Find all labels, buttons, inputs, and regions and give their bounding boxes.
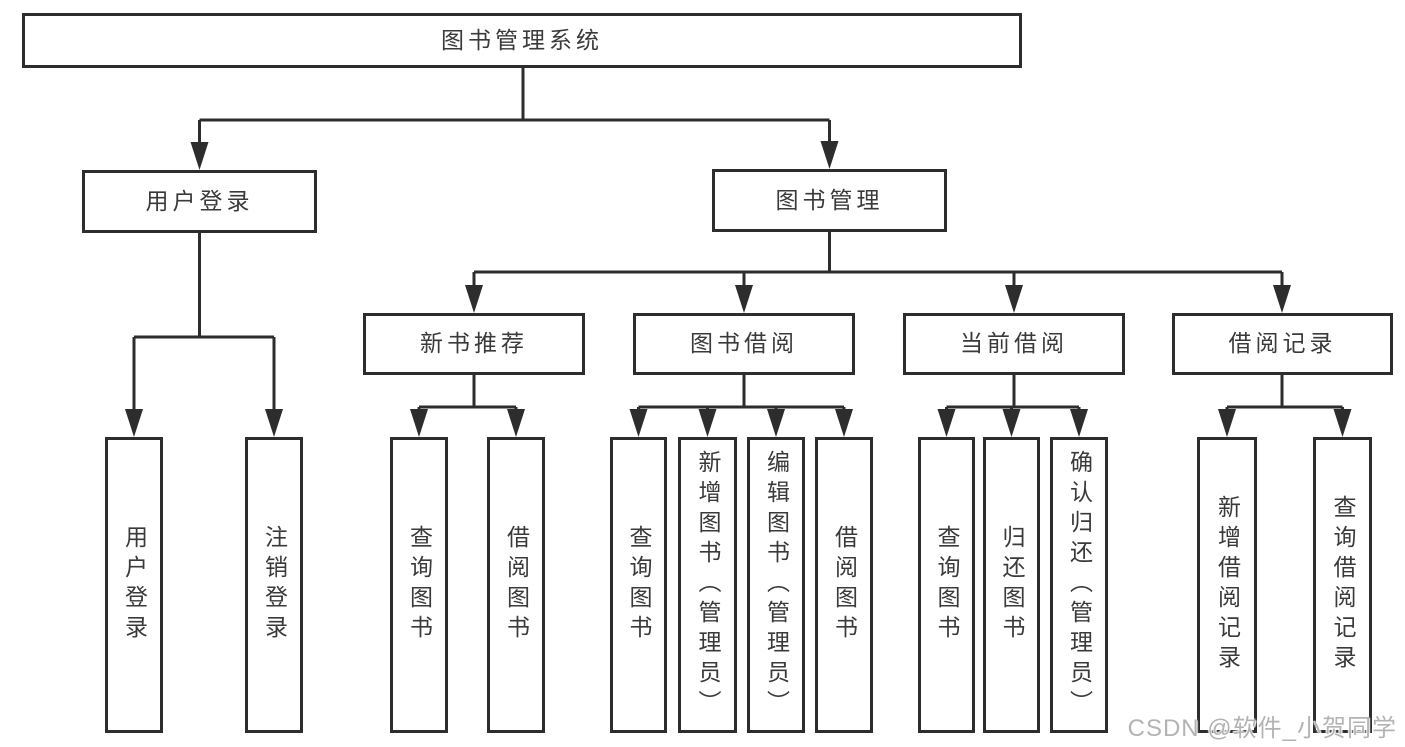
arrowhead-icon <box>1005 285 1023 313</box>
arrowhead-icon <box>125 409 143 437</box>
arrowhead-icon <box>1333 409 1352 437</box>
node-label: 当前借阅 <box>960 330 1068 357</box>
node-label: 图书借阅 <box>690 330 798 357</box>
arrowhead-icon <box>1002 409 1021 437</box>
leaf-return-book: 归还图书 <box>983 437 1040 733</box>
arrowhead-icon <box>410 409 428 437</box>
node-label: 新增图书（管理员） <box>695 450 721 720</box>
leaf-query-books: 查询图书 <box>918 437 975 733</box>
node-label: 编辑图书（管理员） <box>763 450 790 720</box>
arrowhead-icon <box>735 285 753 313</box>
arrowhead-icon <box>507 409 525 437</box>
arrowhead-icon <box>1070 409 1088 437</box>
leaf-add-borrow-record: 新增借阅记录 <box>1197 437 1257 733</box>
leaf-query-borrow-record: 查询借阅记录 <box>1313 437 1372 733</box>
arrowhead-icon <box>629 409 648 437</box>
leaf-query-books: 查询图书 <box>610 437 667 733</box>
node-label: 用户登录 <box>121 525 148 645</box>
arrowhead-icon <box>265 409 283 437</box>
node-label: 查询图书 <box>934 525 960 645</box>
leaf-user-login: 用户登录 <box>105 437 163 733</box>
node-label: 借阅图书 <box>831 525 858 645</box>
node-label: 图书管理系统 <box>441 26 603 53</box>
node-label: 注销登录 <box>261 525 288 645</box>
node-label: 借阅记录 <box>1228 330 1337 357</box>
arrowhead-icon <box>835 409 853 437</box>
arrowhead-icon <box>465 285 483 313</box>
leaf-edit-book-admin: 编辑图书（管理员） <box>747 437 805 733</box>
node-current-borrowing: 当前借阅 <box>903 313 1125 375</box>
arrowhead-icon <box>698 409 717 437</box>
arrowhead-icon <box>820 141 839 169</box>
leaf-borrow-books: 借阅图书 <box>815 437 873 733</box>
node-label: 图书管理 <box>775 186 884 213</box>
arrowhead-icons <box>125 141 1352 437</box>
arrowhead-icon <box>1273 285 1291 313</box>
leaf-confirm-return-admin: 确认归还（管理员） <box>1050 437 1108 733</box>
node-label: 查询图书 <box>406 525 433 645</box>
leaf-borrow-books: 借阅图书 <box>487 437 545 733</box>
node-book-borrowing: 图书借阅 <box>633 313 855 375</box>
node-book-management: 图书管理 <box>712 169 947 232</box>
watermark: CSDN @软件_小贺同学 <box>1127 715 1397 742</box>
node-label: 归还图书 <box>999 525 1025 645</box>
arrowhead-icon <box>190 142 209 170</box>
leaf-logout: 注销登录 <box>245 437 303 733</box>
leaf-query-books: 查询图书 <box>390 437 448 733</box>
arrowhead-icon <box>937 409 956 437</box>
node-label: 确认归还（管理员） <box>1066 450 1093 720</box>
node-label: 查询图书 <box>626 525 652 645</box>
node-label: 借阅图书 <box>503 525 530 645</box>
node-label: 新书推荐 <box>420 330 528 357</box>
node-borrowing-records: 借阅记录 <box>1172 313 1393 375</box>
leaf-add-book-admin: 新增图书（管理员） <box>678 437 737 733</box>
node-library-management-system: 图书管理系统 <box>22 13 1022 68</box>
arrowhead-icon <box>1218 409 1236 437</box>
node-new-book-recommendation: 新书推荐 <box>363 313 585 375</box>
node-label: 查询借阅记录 <box>1330 495 1356 675</box>
node-user-login: 用户登录 <box>82 170 317 233</box>
arrowhead-icon <box>767 409 785 437</box>
node-label: 用户登录 <box>145 187 254 214</box>
node-label: 新增借阅记录 <box>1214 495 1241 675</box>
